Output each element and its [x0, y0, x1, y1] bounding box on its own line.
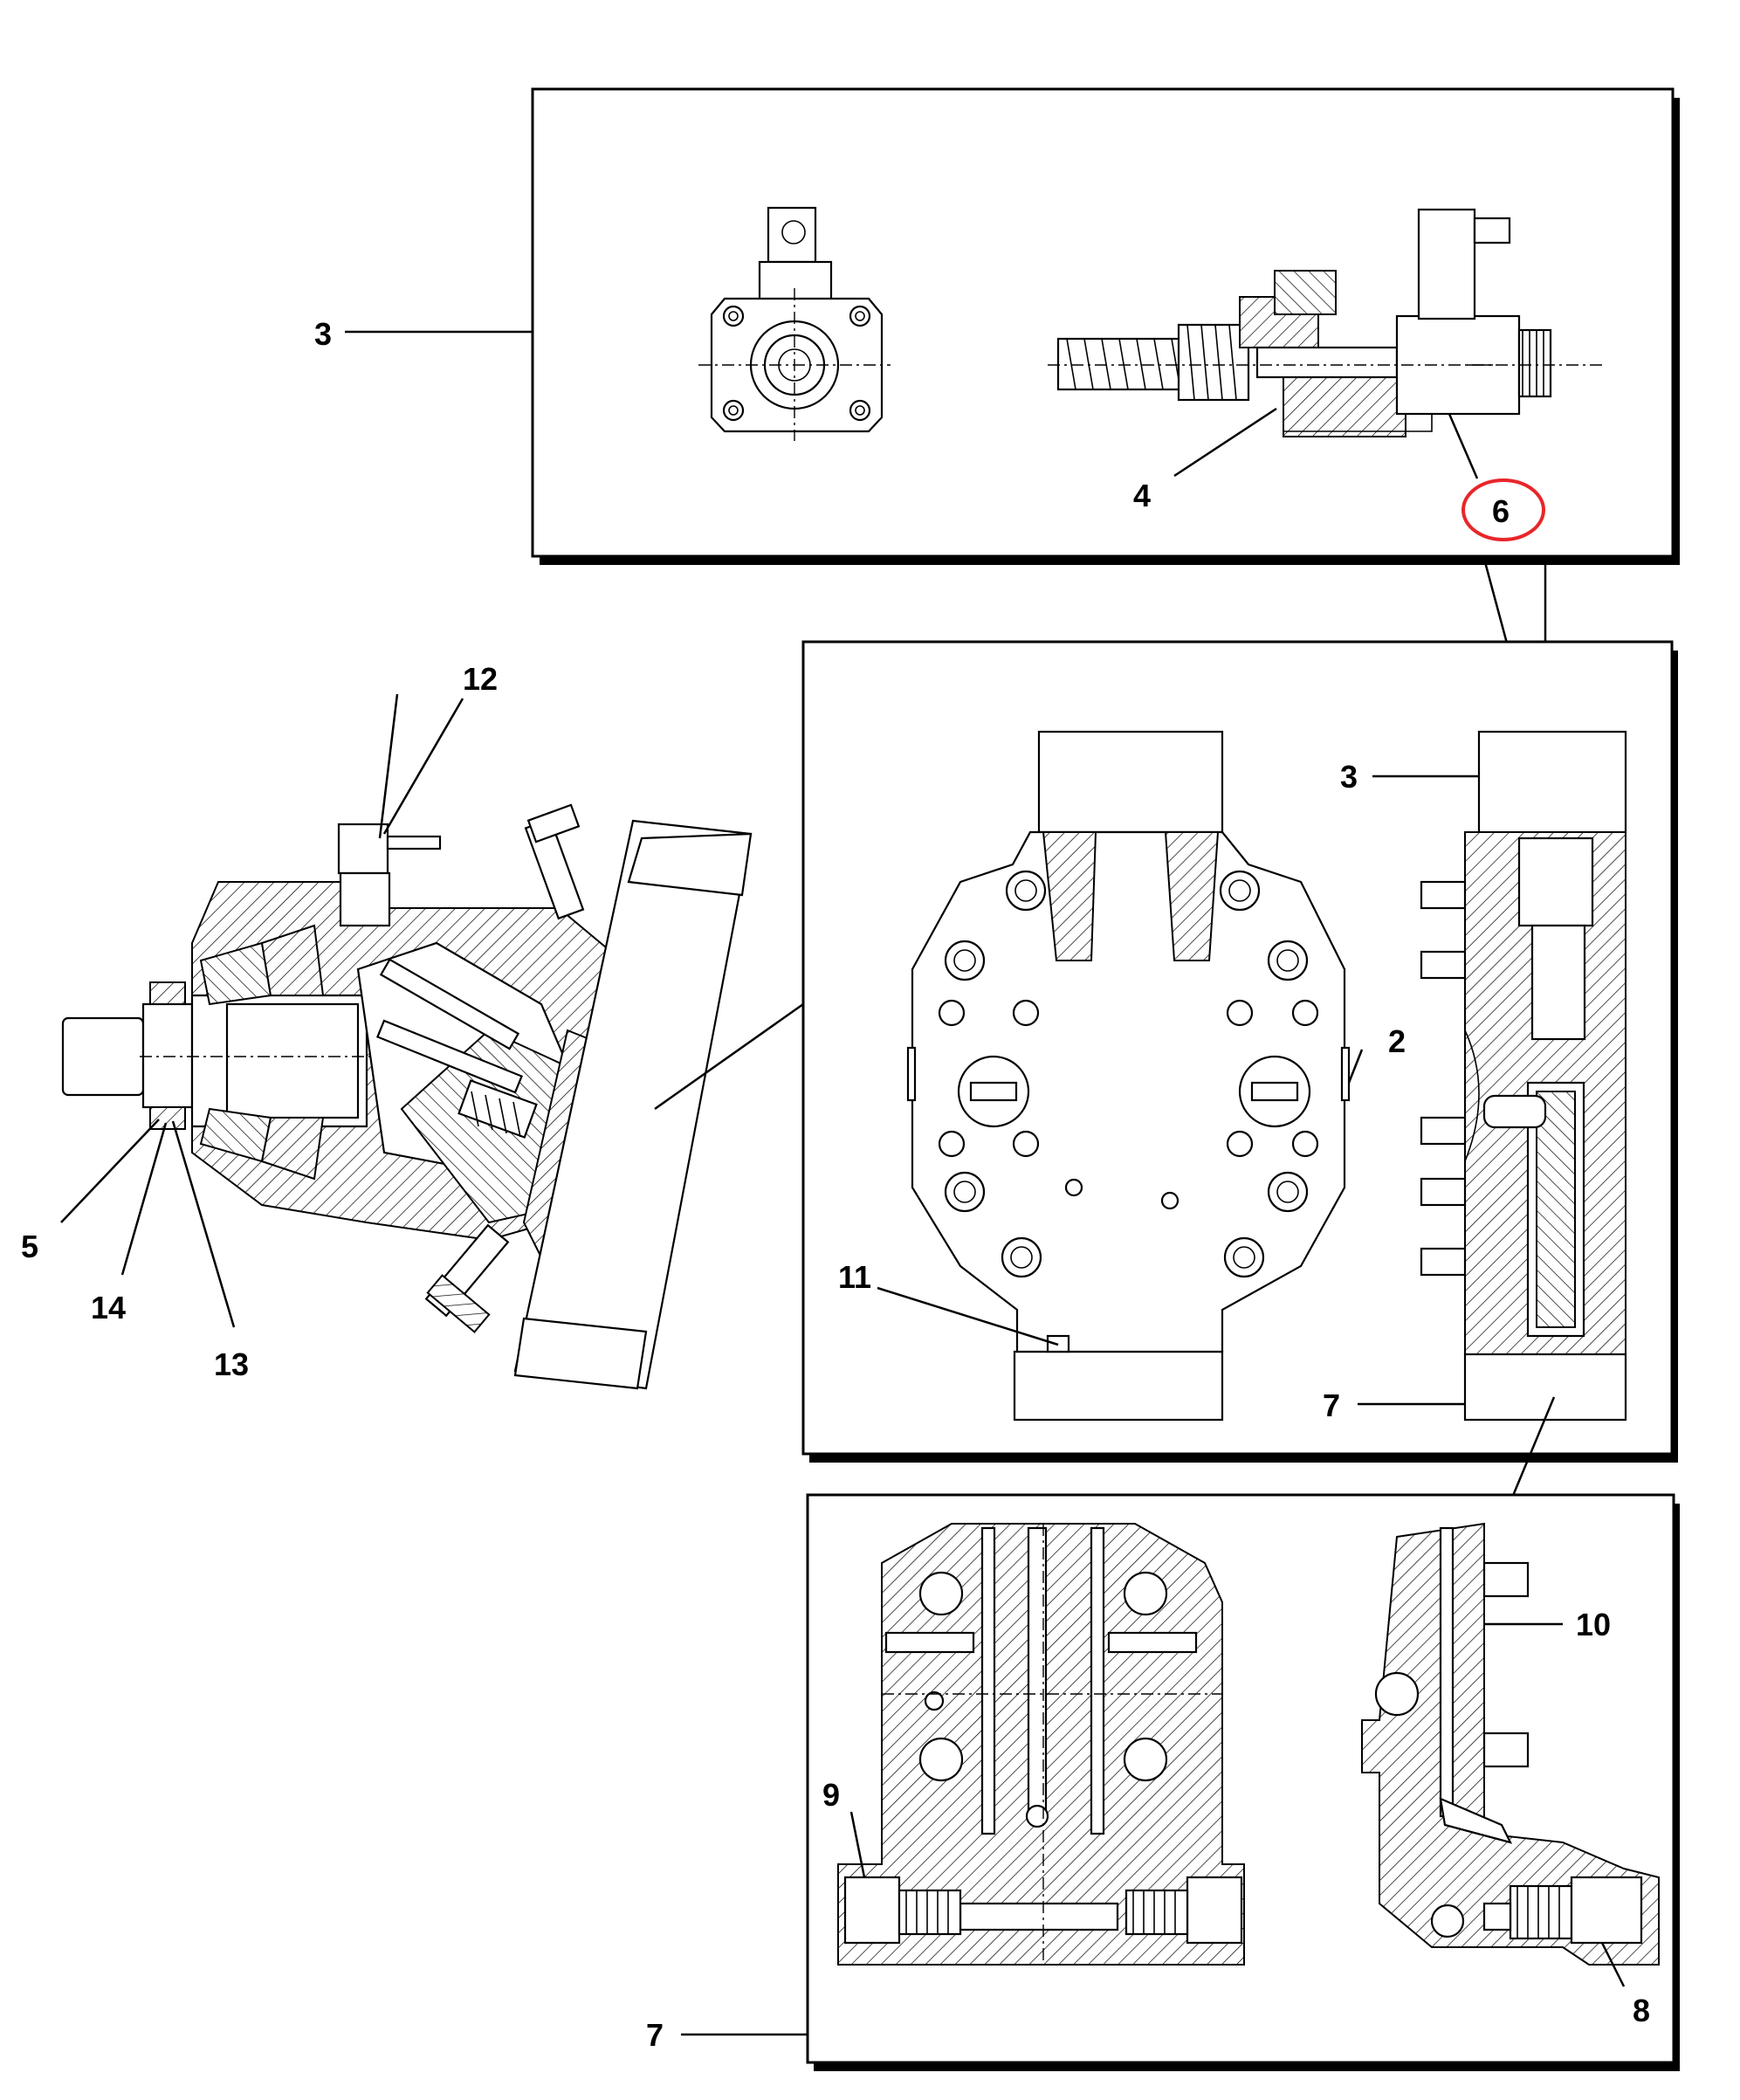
label-2: 2 — [1388, 1023, 1406, 1059]
detail-box-solenoid: 3 4 6 — [314, 87, 1680, 565]
label-14: 14 — [91, 1290, 126, 1325]
leader-2 — [1347, 1049, 1364, 1084]
leader-11 — [877, 1286, 1059, 1346]
leader-6 — [1448, 413, 1479, 479]
label-4: 4 — [1133, 478, 1151, 513]
label-3-mid: 3 — [1340, 759, 1358, 795]
leader-5 — [60, 1119, 160, 1223]
valve-plate-front-section — [837, 1523, 1245, 1966]
label-7-mid: 7 — [1323, 1387, 1340, 1423]
label-12: 12 — [463, 661, 498, 697]
label-9: 9 — [822, 1777, 840, 1813]
label-5: 5 — [21, 1229, 38, 1264]
leader-14 — [120, 1122, 168, 1276]
leader-13 — [171, 1120, 236, 1328]
detail-box-valve-plate: 10 9 8 — [806, 1493, 1680, 2071]
valve-plate-side-section — [1361, 1522, 1660, 1966]
label-7-bottom: 7 — [646, 2017, 664, 2053]
end-cover-front-view — [906, 730, 1351, 1422]
label-6: 6 — [1492, 493, 1510, 529]
label-3-top: 3 — [314, 316, 332, 352]
label-13: 13 — [214, 1346, 249, 1382]
leader-9 — [849, 1811, 866, 1878]
label-8: 8 — [1633, 1993, 1650, 2028]
pump-shaft — [61, 1016, 145, 1097]
label-10: 10 — [1576, 1607, 1611, 1642]
leader-4 — [1173, 407, 1277, 478]
label-11: 11 — [838, 1259, 871, 1295]
pump-end-cover — [513, 819, 753, 1390]
valve-side-section — [1048, 208, 1603, 437]
highlight-ring-6 — [1461, 479, 1545, 541]
detail-box-end-cover: 3 2 11 7 — [801, 640, 1678, 1463]
leader-8 — [1600, 1942, 1626, 1987]
leader-12 — [378, 693, 399, 839]
pump-assembly-section — [61, 803, 753, 1390]
valve-front-view — [698, 206, 891, 441]
end-cover-side-section — [1420, 730, 1627, 1422]
